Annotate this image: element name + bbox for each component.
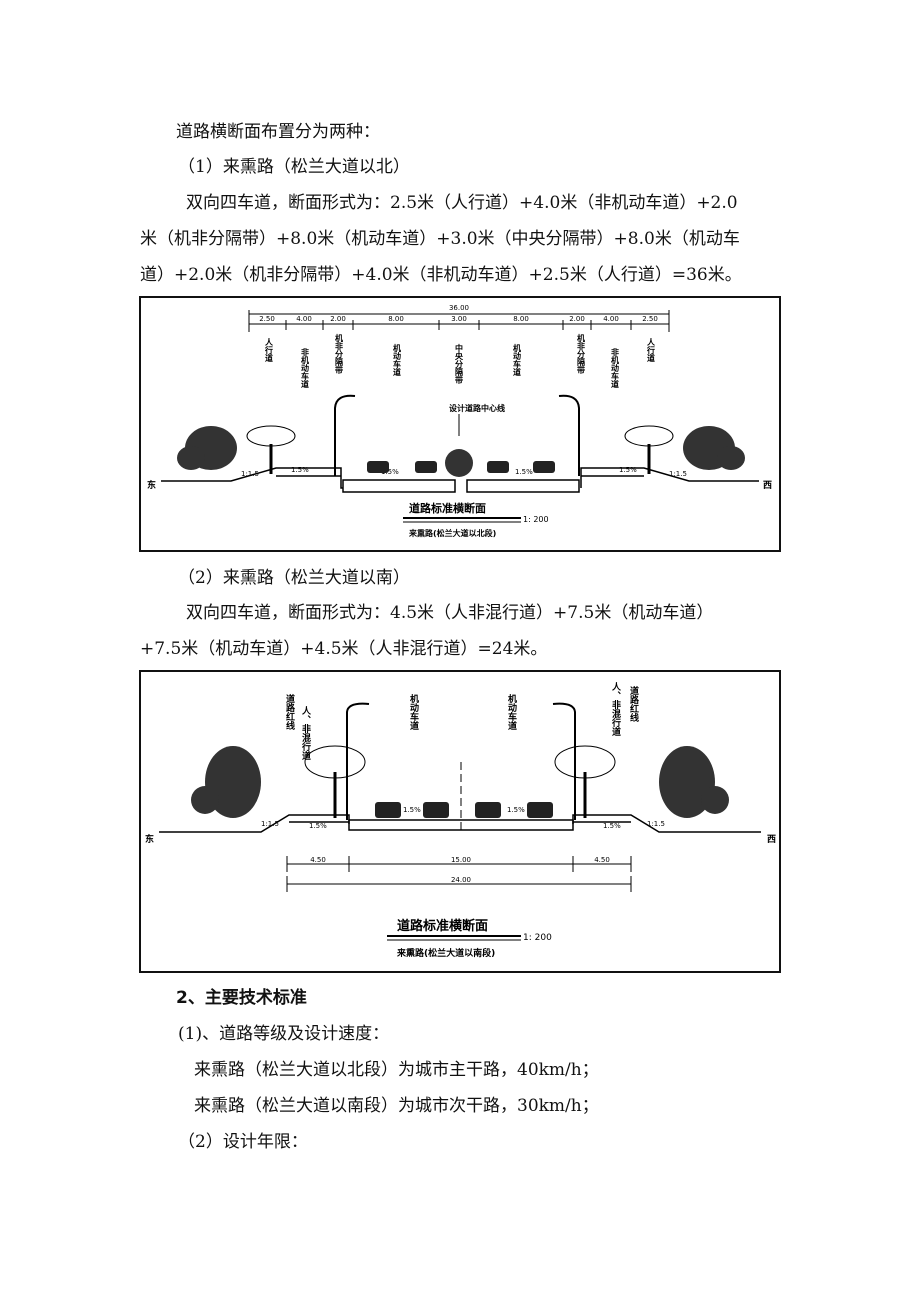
sec1-heading: （1）来熏路（松兰大道以北）	[178, 157, 410, 177]
label-lane-left: 机动车道	[393, 343, 402, 377]
dim-3: 8.00	[388, 315, 404, 323]
tech-item-1: (1)、道路等级及设计速度：	[178, 1024, 390, 1044]
dim-8: 2.50	[642, 315, 658, 323]
tech-item-1a: 来熏路（松兰大道以北段）为城市主干路，40km/h；	[194, 1060, 599, 1080]
label-lane-right: 机动车道	[506, 693, 517, 731]
slope-label-1: 1.5%	[309, 822, 327, 830]
side-slope-left: 1:1.5	[261, 820, 279, 828]
slope-label-3: 1.5%	[515, 468, 533, 476]
slope-label-3: 1.5%	[507, 806, 525, 814]
total-width-label: 36.00	[449, 304, 469, 312]
tech-item-1b: 来熏路（松兰大道以南段）为城市次干路，30km/h；	[194, 1096, 599, 1116]
label-lane-left: 机动车道	[408, 693, 419, 731]
sec2-line2: +7.5米（机动车道）+4.5米（人非混行道）=24米。	[140, 639, 548, 659]
dim-2: 4.50	[594, 856, 610, 864]
label-bike-right: 非机动车道	[611, 347, 620, 389]
west-label: 西	[767, 834, 776, 845]
slope-label-1: 1.5%	[291, 466, 309, 474]
east-label: 东	[145, 833, 154, 845]
intro-text: 道路横断面布置分为两种：	[176, 122, 380, 142]
east-label: 东	[147, 479, 156, 491]
side-slope-left: 1:1.5	[241, 470, 259, 478]
label-sidewalk-right: 人行道	[646, 337, 656, 363]
dim-6: 2.00	[569, 315, 585, 323]
tree-icon	[191, 745, 729, 818]
sec2-heading: （2）来熏路（松兰大道以南）	[178, 568, 410, 588]
figure-subtitle: 来熏路(松兰大道以南段)	[396, 947, 495, 959]
dim-4: 3.00	[451, 315, 467, 323]
dim-1: 4.00	[296, 315, 312, 323]
label-redline-right: 道路红线	[628, 685, 639, 723]
cross-section-south-figure: 道路红线 人、非混行道 机动车道 机动车道 人、非混行道 道路红线 1.5% 1…	[139, 670, 781, 973]
label-redline-left: 道路红线	[284, 693, 295, 731]
label-mixed-right: 人、非混行道	[610, 681, 622, 737]
figure-scale: 1: 200	[523, 515, 549, 524]
figure-title: 道路标准横断面	[397, 918, 488, 934]
slope-label-4: 1.5%	[619, 466, 637, 474]
west-label: 西	[763, 480, 772, 491]
label-lane-right: 机动车道	[513, 343, 522, 377]
label-central-median: 中央分隔带	[454, 343, 464, 385]
label-mixed-left: 人、非混行道	[300, 705, 312, 761]
centerline-label: 设计道路中心线	[449, 403, 505, 413]
tech-item-2: （2）设计年限：	[178, 1132, 308, 1152]
tree-icon	[177, 425, 745, 477]
figure-scale: 1: 200	[523, 933, 552, 943]
total-width-label: 24.00	[451, 876, 471, 884]
figure-subtitle: 来熏路(松兰大道以北段)	[408, 528, 496, 538]
label-sidewalk-left: 人行道	[264, 337, 274, 363]
dim-7: 4.00	[603, 315, 619, 323]
dim-0: 2.50	[259, 315, 275, 323]
figure-title: 道路标准横断面	[409, 501, 486, 515]
slope-label-2: 1.5%	[381, 468, 399, 476]
sec1-line3: 道）+2.0米（机非分隔带）+4.0米（非机动车道）+2.5米（人行道）=36米…	[140, 265, 742, 285]
dim-2: 2.00	[330, 315, 346, 323]
car-icon	[375, 802, 553, 818]
side-slope-right: 1:1.5	[669, 470, 687, 478]
dim-1: 15.00	[451, 856, 471, 864]
cross-section-north-figure: 36.00 2.50 4.00 2.00 8.00 3.00 8.00 2.00…	[139, 296, 781, 552]
sec1-line2: 米（机非分隔带）+8.0米（机动车道）+3.0米（中央分隔带）+8.0米（机动车	[140, 229, 740, 249]
label-median-right: 机非分隔带	[577, 333, 586, 375]
sec1-line1: 双向四车道，断面形式为：2.5米（人行道）+4.0米（非机动车道）+2.0	[186, 193, 738, 213]
dim-5: 8.00	[513, 315, 529, 323]
car-icon	[367, 461, 555, 473]
slope-label-2: 1.5%	[403, 806, 421, 814]
sec2-line1: 双向四车道，断面形式为：4.5米（人非混行道）+7.5米（机动车道）	[186, 603, 714, 623]
dim-0: 4.50	[310, 856, 326, 864]
label-median-left: 机非分隔带	[335, 333, 344, 375]
label-bike-left: 非机动车道	[301, 347, 310, 389]
tech-heading: 2、主要技术标准	[176, 988, 307, 1008]
side-slope-right: 1:1.5	[647, 820, 665, 828]
slope-label-4: 1.5%	[603, 822, 621, 830]
